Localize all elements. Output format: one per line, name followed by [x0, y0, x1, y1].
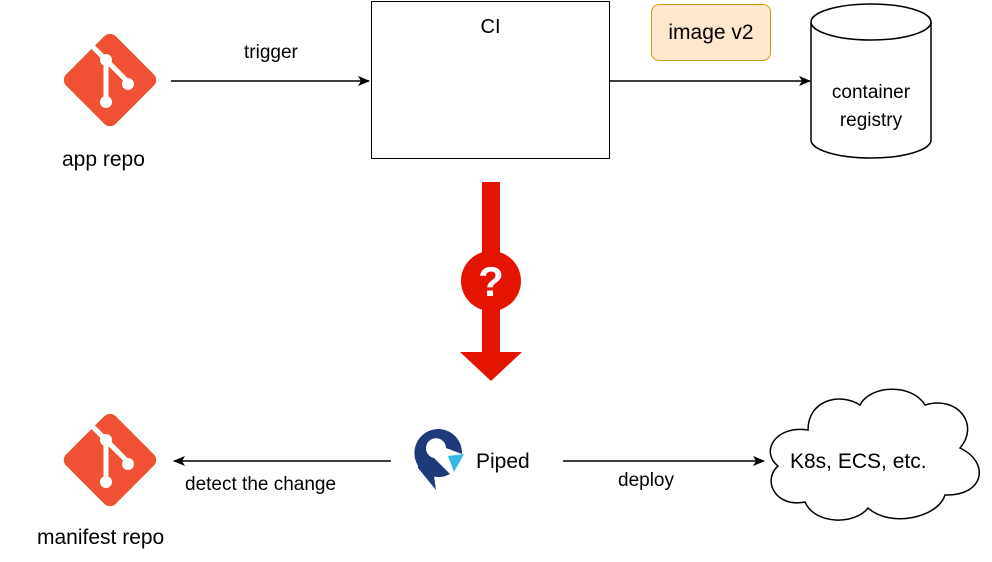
piped-label: Piped — [476, 450, 530, 473]
ci-label: CI — [480, 16, 501, 38]
unknown-flow-arrow — [460, 182, 522, 381]
cloud-shape — [769, 388, 980, 521]
app-repo-label: app repo — [62, 148, 145, 171]
image-v2-badge: image v2 — [651, 4, 771, 61]
trigger-label: trigger — [244, 42, 298, 63]
registry-label-line2: registry — [839, 110, 903, 131]
registry-label-line1: container — [831, 82, 911, 103]
manifest-repo-git-icon — [63, 413, 157, 507]
piped-logo-icon — [414, 429, 464, 490]
container-registry-cylinder — [810, 3, 932, 159]
manifest-repo-label: manifest repo — [37, 526, 165, 549]
detect-change-label: detect the change — [185, 474, 337, 495]
question-icon — [461, 251, 521, 311]
app-repo-git-icon — [63, 33, 157, 127]
cloud-label: K8s, ECS, etc. — [790, 450, 927, 473]
deploy-label: deploy — [618, 470, 674, 491]
ci-box: CI — [371, 1, 610, 159]
question-mark: ? — [478, 258, 504, 305]
